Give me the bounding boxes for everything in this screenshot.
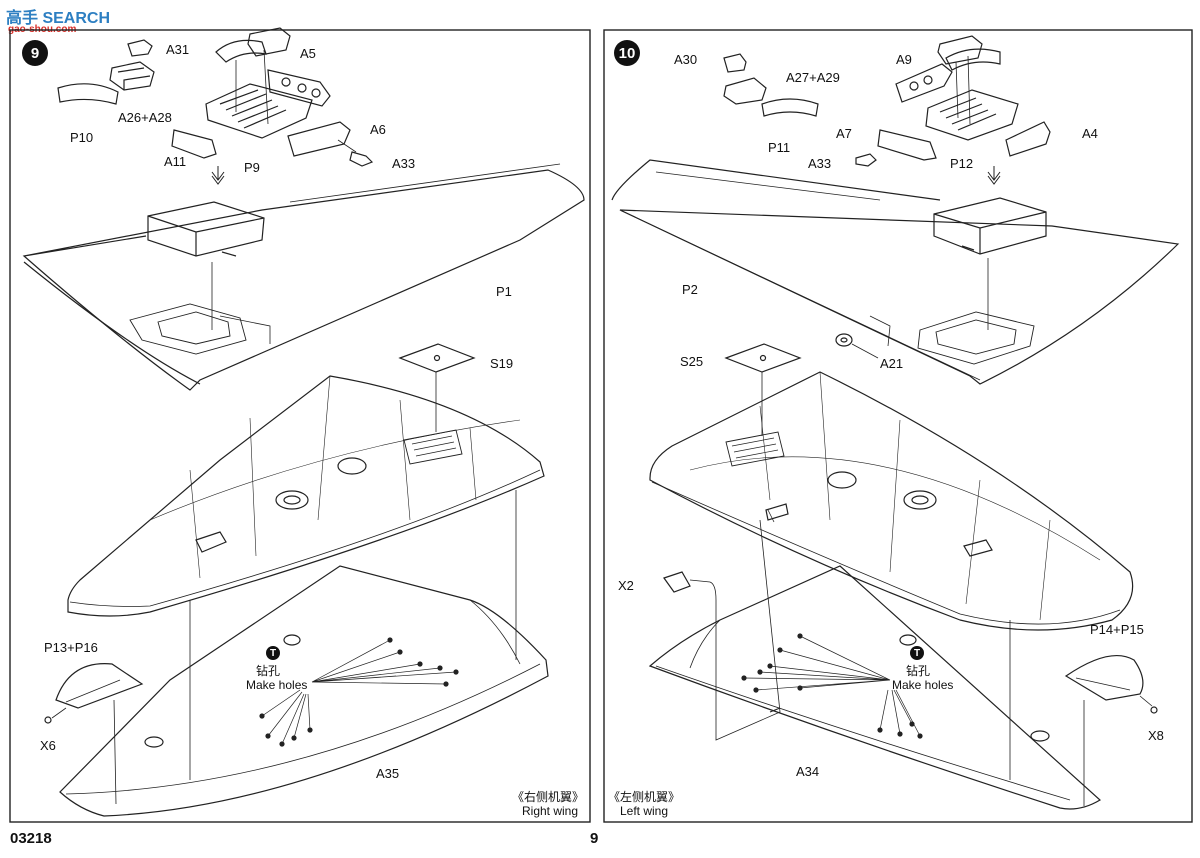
part-label: A6 (370, 122, 386, 137)
part-label: S25 (680, 354, 704, 369)
part-label: A21 (880, 356, 904, 371)
step-badge: 10 (614, 40, 640, 66)
part-label: P2 (682, 282, 698, 297)
panel-border-right (603, 29, 1193, 823)
part-label: A11 (164, 154, 187, 169)
wing-caption-cn: 《左侧机翼》 (608, 790, 681, 804)
left-upper-wing-p1 (22, 163, 585, 391)
panel-border-left (9, 29, 591, 823)
part-label: P1 (496, 284, 512, 299)
left-lower-wing-a35 (59, 490, 549, 817)
part-label: P9 (244, 160, 260, 175)
part-label: A26+A28 (118, 110, 172, 125)
part-label: A33 (808, 156, 832, 171)
drill-label-cn: 钻孔 (906, 664, 931, 678)
part-label: A5 (300, 46, 316, 61)
part-label: X6 (40, 738, 56, 753)
right-plate-s25 (724, 343, 802, 436)
left-plate-s19 (398, 343, 476, 432)
drill-badge: T (266, 646, 280, 660)
part-label: A4 (1082, 126, 1098, 141)
right-gunbox (933, 197, 1047, 330)
right-x2-clip (663, 509, 781, 741)
part-label: A35 (376, 766, 400, 781)
part-label: A33 (392, 156, 416, 171)
part-label: A7 (836, 126, 852, 141)
step-badge: 9 (22, 40, 48, 66)
wing-caption-cn: 《右侧机翼》 (512, 790, 585, 804)
drill-label-cn: 钻孔 (256, 664, 281, 678)
left-gunbox (147, 201, 265, 330)
part-label: P11 (768, 140, 791, 155)
product-code: 03218 (10, 830, 52, 847)
left-wingtip (44, 663, 144, 724)
drill-label-en: Make holes (246, 678, 308, 692)
part-label: X8 (1148, 728, 1164, 743)
left-arrow (211, 166, 225, 185)
part-label: A9 (896, 52, 912, 67)
part-label: P10 (70, 130, 94, 145)
right-upper-wing-p2 (611, 159, 1180, 385)
wing-caption-en: Right wing (522, 804, 579, 818)
part-label: A30 (674, 52, 698, 67)
part-label: A34 (796, 764, 820, 779)
wing-caption-en: Left wing (620, 804, 669, 818)
drill-badge: T (910, 646, 924, 660)
right-lower-wing-a34 (648, 565, 1102, 810)
right-wing-surface (649, 371, 1134, 631)
part-label: P14+P15 (1090, 622, 1144, 637)
drill-label-en: Make holes (892, 678, 954, 692)
part-label: S19 (490, 356, 514, 371)
page-number: 9 (590, 830, 599, 847)
part-label: A27+A29 (786, 70, 840, 85)
part-label: P13+P16 (44, 640, 98, 655)
part-label: X2 (618, 578, 634, 593)
right-wingtip (1064, 654, 1158, 714)
left-wing-surface (67, 375, 545, 617)
right-a21-ring (835, 333, 879, 359)
part-label: P12 (950, 156, 974, 171)
left-hole-lines (261, 639, 457, 745)
part-label: A31 (166, 42, 190, 57)
right-arrow (987, 166, 1001, 185)
right-subparts (723, 35, 1051, 167)
right-hole-lines (743, 635, 921, 737)
watermark-brand: 高手 SEARCH (6, 10, 111, 27)
left-subparts (57, 27, 374, 167)
